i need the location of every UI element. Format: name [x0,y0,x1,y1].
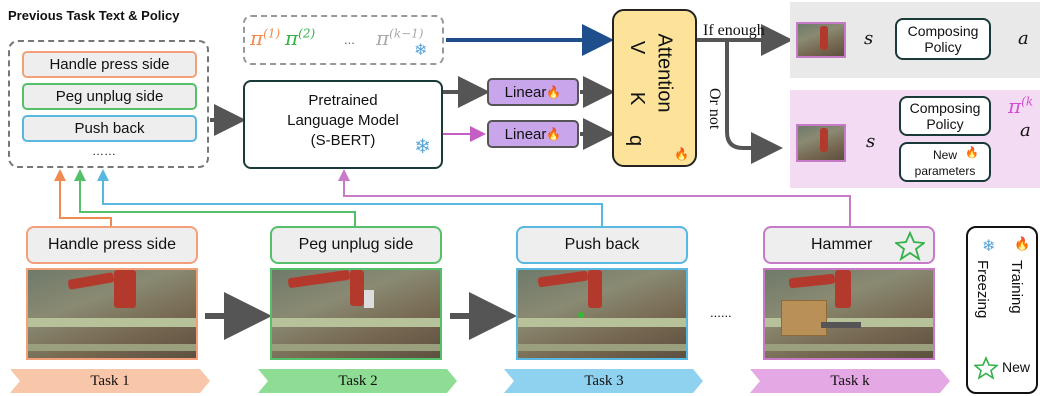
linear-layer-top: Linear🔥 [487,78,579,106]
banner-task-k-label: Task k [830,372,870,389]
star-icon [895,231,925,261]
policy-term-1: π(1) [250,26,281,50]
task1-feedback-line [54,169,112,226]
previous-task-handle-press-side: Handle press side [22,51,197,78]
attention-q: q [625,134,648,147]
bottom-panel-new-parameters: New parameters 🔥 [899,142,991,182]
plm-line1: Pretrained [308,92,378,109]
top-panel-composing-policy: Composing Policy [895,18,991,60]
scene-ellipsis: ...... [710,305,732,320]
star-icon [974,356,998,380]
legend-freezing: Freezing [974,260,991,319]
banner-task-2-label: Task 2 [338,372,378,389]
previous-section-title: Previous Task Text & Policy [8,8,180,23]
task-card-push-back: Push back [516,226,688,264]
linear-layer-bottom: Linear🔥 [487,120,579,148]
top-panel-scene-thumb [796,22,846,58]
previous-task-push-back: Push back [22,115,197,142]
taskk-to-plm-line [338,169,851,226]
attention-k: K [626,91,649,106]
if-enough-label: If enough [703,22,765,39]
flame-icon: 🔥 [546,85,562,99]
policy-set-box [243,15,444,65]
task3-feedback-line [97,169,603,226]
or-not-arrow [725,40,783,164]
bottom-panel-a: a [1020,120,1031,141]
task2-scene-image [270,268,442,360]
task2-feedback-line [74,169,356,226]
bottom-panel-pi-k: π(k [1008,94,1034,118]
taskk-scene-image [763,268,935,360]
flame-icon: 🔥 [674,147,689,161]
policy-term-2: π(2) [285,26,316,50]
top-panel-s: s [864,28,874,49]
flame-icon: 🔥 [546,127,562,141]
flame-icon: 🔥 [965,147,979,159]
bottom-panel-s: s [866,131,876,152]
policy-term-k-minus-1: π(k−1) [376,26,424,50]
or-not-label: Or not [706,88,723,130]
plm-line2: Language Model [287,112,399,129]
bottom-panel-composing-policy: Composing Policy [899,96,991,136]
banner-task-3-label: Task 3 [584,372,624,389]
plm-line3: (S-BERT) [310,132,376,149]
attention-box: Attention V K q 🔥 [612,9,697,167]
legend-box: ❄ 🔥 Freezing Training New [966,226,1038,394]
task-card-hammer: Hammer [763,226,935,264]
task1-scene-image [26,268,198,360]
task-card-handle-press-side: Handle press side [26,226,198,264]
top-panel-a: a [1018,28,1029,49]
previous-task-ellipsis: …… [92,144,116,158]
task3-scene-image [516,268,688,360]
previous-task-box [8,40,209,168]
flame-icon: 🔥 [1014,236,1031,251]
snowflake-icon: ❄ [414,136,431,158]
legend-training: Training [1008,260,1025,314]
bottom-panel-scene-thumb [796,124,846,162]
policy-term-ellipsis: ... [344,32,355,47]
snowflake-icon: ❄ [982,238,996,255]
snowflake-icon: ❄ [414,42,428,59]
attention-v: V [626,40,649,55]
task-card-peg-unplug-side: Peg unplug side [270,226,442,264]
legend-new: New [1002,359,1031,375]
attention-title: Attention [653,33,676,113]
banner-task-1-label: Task 1 [90,372,130,389]
plm-box: Pretrained Language Model (S-BERT) ❄ [243,80,443,169]
previous-task-peg-unplug-side: Peg unplug side [22,83,197,110]
